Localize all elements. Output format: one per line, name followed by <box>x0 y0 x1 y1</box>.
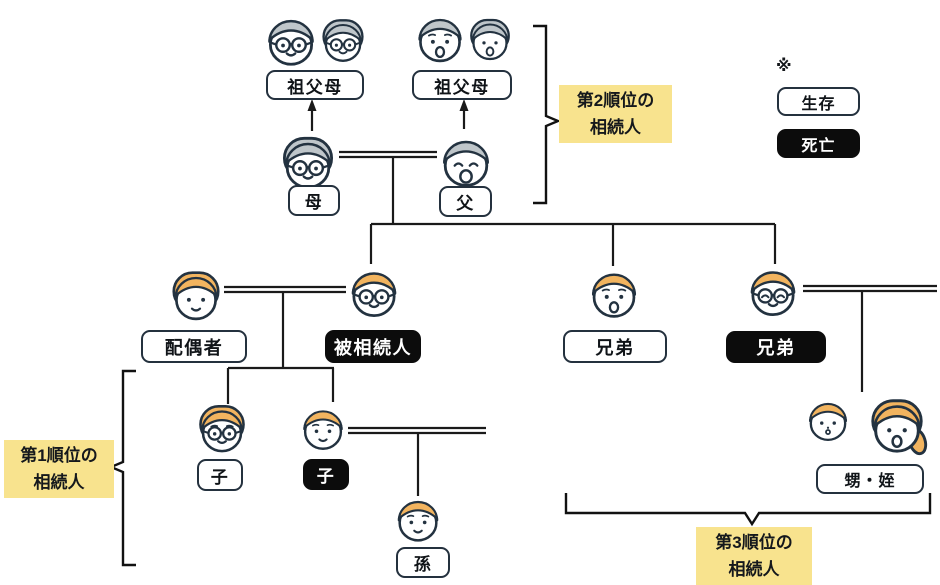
spouse-icon <box>166 262 226 326</box>
rank1-brace <box>107 369 136 567</box>
rank1-label-line1: 第1順位の <box>20 446 98 465</box>
father-icon <box>435 125 497 193</box>
child-left-icon <box>194 396 250 458</box>
sibling-right-icon <box>743 256 803 322</box>
child-right-icon <box>297 394 349 458</box>
rank3-label-line1: 第3順位の <box>715 533 793 552</box>
rank3-label: 第3順位の 相続人 <box>696 527 812 585</box>
label-grandparents-paternal: 祖父母 <box>412 70 512 100</box>
decedent-icon <box>344 257 404 323</box>
label-mother: 母 <box>288 185 340 216</box>
label-child-left: 子 <box>197 459 243 491</box>
niece-icon <box>866 388 928 460</box>
paternal-grandfather-icon <box>411 4 469 68</box>
label-sibling-right: 兄弟 <box>726 331 826 363</box>
rank2-brace <box>533 24 562 205</box>
legend-alive-box: 生存 <box>777 87 860 116</box>
grandchild-icon <box>389 487 447 547</box>
rank3-label-line2: 相続人 <box>728 560 780 579</box>
label-sibling-left: 兄弟 <box>563 330 667 363</box>
mother-icon <box>277 127 339 195</box>
legend-note-mark: ※ <box>776 58 792 75</box>
label-grandchild: 孫 <box>396 547 450 578</box>
label-child-right: 子 <box>303 459 349 490</box>
label-grandparents-maternal: 祖父母 <box>266 70 364 100</box>
rank1-label: 第1順位の 相続人 <box>4 440 114 498</box>
label-spouse: 配偶者 <box>141 330 247 363</box>
label-father: 父 <box>439 186 492 217</box>
label-decedent: 被相続人 <box>325 330 421 363</box>
maternal-grandmother-icon <box>318 11 368 67</box>
paternal-grandmother-icon <box>466 11 514 65</box>
rank3-brace <box>564 493 932 527</box>
rank2-label-line1: 第2順位の <box>576 91 655 110</box>
maternal-grandfather-icon <box>261 4 321 72</box>
rank1-label-line2: 相続人 <box>33 473 85 492</box>
legend-deceased-box: 死亡 <box>777 129 860 158</box>
rank2-label-line2: 相続人 <box>590 118 641 137</box>
label-nephew-niece: 甥・姪 <box>816 464 924 494</box>
rank2-label: 第2順位の 相続人 <box>559 85 672 143</box>
nephew-icon <box>803 387 853 449</box>
sibling-left-icon <box>585 258 643 324</box>
